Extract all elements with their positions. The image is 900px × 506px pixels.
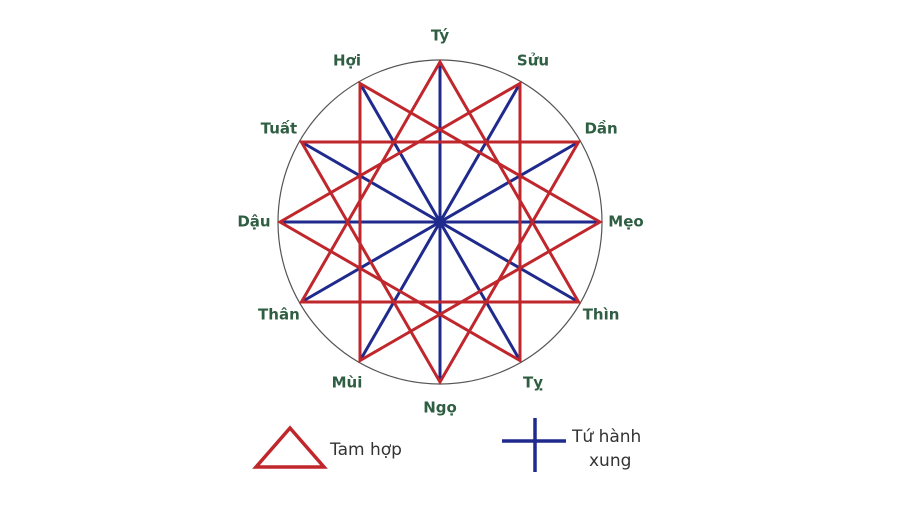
triad-triangle <box>276 80 522 364</box>
branch-label: Hợi <box>333 51 361 69</box>
branch-label: Sửu <box>517 51 549 69</box>
triad-triangle <box>358 80 604 364</box>
branch-label: Tý <box>431 27 449 45</box>
legend-opposition-label-line1: Tứ hành <box>571 427 641 447</box>
triangle-icon <box>252 425 328 469</box>
triad-triangle <box>298 59 582 304</box>
branch-label: Dậu <box>237 213 270 231</box>
branch-label: Tỵ <box>523 374 543 392</box>
branch-label: Tuất <box>261 120 298 138</box>
opposition-lines <box>280 62 600 382</box>
branch-label: Thìn <box>583 306 620 324</box>
center-point <box>437 219 443 225</box>
branch-label: Thân <box>258 306 300 324</box>
legend-triad-label: Tam hợp <box>329 440 402 460</box>
legend-opposition-label-line2: xung <box>589 451 631 471</box>
triad-lines <box>276 59 604 385</box>
branch-label: Dần <box>584 120 617 138</box>
branch-label: Mùi <box>332 374 363 392</box>
legend: Tam hợp Tứ hành xung <box>252 418 641 472</box>
branch-label: Ngọ <box>423 399 457 417</box>
triad-triangle <box>298 140 582 385</box>
branch-label: Mẹo <box>608 213 643 231</box>
